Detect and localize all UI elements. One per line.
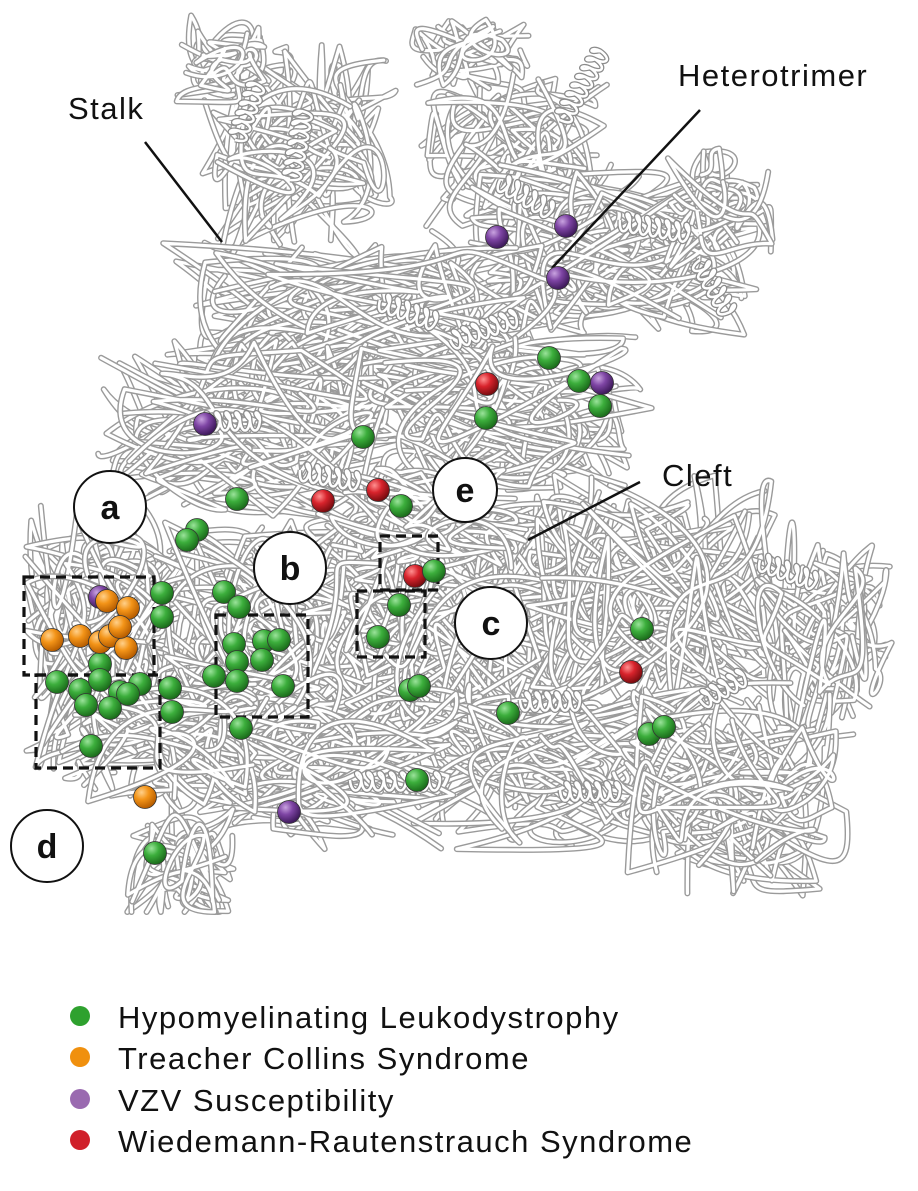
stalk-pointer-line	[144, 141, 223, 243]
cleft-pointer-line	[527, 480, 641, 542]
hypomyelinating-site	[225, 487, 249, 511]
hypomyelinating-site	[271, 674, 295, 698]
region-d-box	[34, 673, 162, 770]
legend-swatch-hypomyelinating	[70, 1006, 90, 1026]
hypomyelinating-site	[496, 701, 520, 725]
vzv-site	[546, 266, 570, 290]
legend-label-vzv: VZV Susceptibility	[118, 1083, 395, 1118]
vzv-site	[193, 412, 217, 436]
hypomyelinating-site	[45, 670, 69, 694]
legend-item: Wiedemann-Rautenstrauch Syndrome	[70, 1124, 693, 1159]
legend-swatch-vzv	[70, 1089, 90, 1109]
hypomyelinating-site	[405, 768, 429, 792]
hypomyelinating-site	[212, 580, 236, 604]
hypomyelinating-site	[422, 559, 446, 583]
treacher-collins-site	[68, 624, 92, 648]
hypomyelinating-site	[158, 676, 182, 700]
legend-label-hypomyelinating: Hypomyelinating Leukodystrophy	[118, 1000, 620, 1035]
hypomyelinating-site	[537, 346, 561, 370]
treacher-collins-site	[95, 589, 119, 613]
region-e-marker: e	[432, 457, 498, 523]
hypomyelinating-site	[407, 674, 431, 698]
region-a-marker: a	[73, 470, 147, 544]
hypomyelinating-site	[150, 605, 174, 629]
treacher-collins-site	[108, 615, 132, 639]
legend-swatch-treacher	[70, 1047, 90, 1067]
treacher-collins-site	[133, 785, 157, 809]
region-b-marker: b	[253, 531, 327, 605]
wiedemann-site	[311, 489, 335, 513]
hypomyelinating-site	[160, 700, 184, 724]
hypomyelinating-site	[652, 715, 676, 739]
hypomyelinating-site	[474, 406, 498, 430]
hypomyelinating-site	[202, 664, 226, 688]
vzv-site	[277, 800, 301, 824]
region-d-marker: d	[10, 809, 84, 883]
region-c-marker: c	[454, 586, 528, 660]
treacher-collins-site	[114, 636, 138, 660]
region-a-letter: a	[101, 489, 121, 527]
treacher-collins-site	[40, 628, 64, 652]
hypomyelinating-site	[630, 617, 654, 641]
hypomyelinating-site	[116, 682, 140, 706]
vzv-site	[554, 214, 578, 238]
vzv-site	[590, 371, 614, 395]
legend-item: Treacher Collins Syndrome	[70, 1041, 530, 1076]
hypomyelinating-site	[567, 369, 591, 393]
legend-item: VZV Susceptibility	[70, 1083, 395, 1118]
stalk-label: Stalk	[68, 91, 144, 126]
wiedemann-site	[475, 372, 499, 396]
region-e-letter: e	[456, 472, 475, 510]
legend-label-wiedemann: Wiedemann-Rautenstrauch Syndrome	[118, 1124, 693, 1159]
hypomyelinating-site	[229, 716, 253, 740]
legend-swatch-wiedemann	[70, 1130, 90, 1150]
hypomyelinating-site	[389, 494, 413, 518]
hypomyelinating-site	[225, 669, 249, 693]
cleft-label: Cleft	[662, 458, 733, 493]
region-c-box	[355, 589, 427, 659]
hypomyelinating-site	[150, 581, 174, 605]
mutation-sites	[40, 214, 676, 865]
hypomyelinating-site	[387, 593, 411, 617]
hypomyelinating-site	[351, 425, 375, 449]
region-d-letter: d	[37, 828, 58, 866]
region-b-letter: b	[280, 550, 301, 588]
legend: Hypomyelinating Leukodystrophy Treacher …	[70, 1000, 693, 1159]
hypomyelinating-site	[175, 528, 199, 552]
wiedemann-site	[366, 478, 390, 502]
hypomyelinating-site	[366, 625, 390, 649]
hypomyelinating-site	[143, 841, 167, 865]
wiedemann-site	[619, 660, 643, 684]
region-c-letter: c	[482, 605, 501, 643]
heterotrimer-pointer-line	[551, 109, 701, 269]
hypomyelinating-site	[588, 394, 612, 418]
hypomyelinating-site	[227, 595, 251, 619]
hypomyelinating-site	[74, 693, 98, 717]
hypomyelinating-site	[267, 628, 291, 652]
hypomyelinating-site	[88, 668, 112, 692]
hypomyelinating-site	[98, 696, 122, 720]
hypomyelinating-site	[250, 648, 274, 672]
legend-label-treacher: Treacher Collins Syndrome	[118, 1041, 530, 1076]
vzv-site	[485, 225, 509, 249]
heterotrimer-label: Heterotrimer	[678, 58, 868, 93]
hypomyelinating-site	[79, 734, 103, 758]
legend-item: Hypomyelinating Leukodystrophy	[70, 1000, 620, 1035]
